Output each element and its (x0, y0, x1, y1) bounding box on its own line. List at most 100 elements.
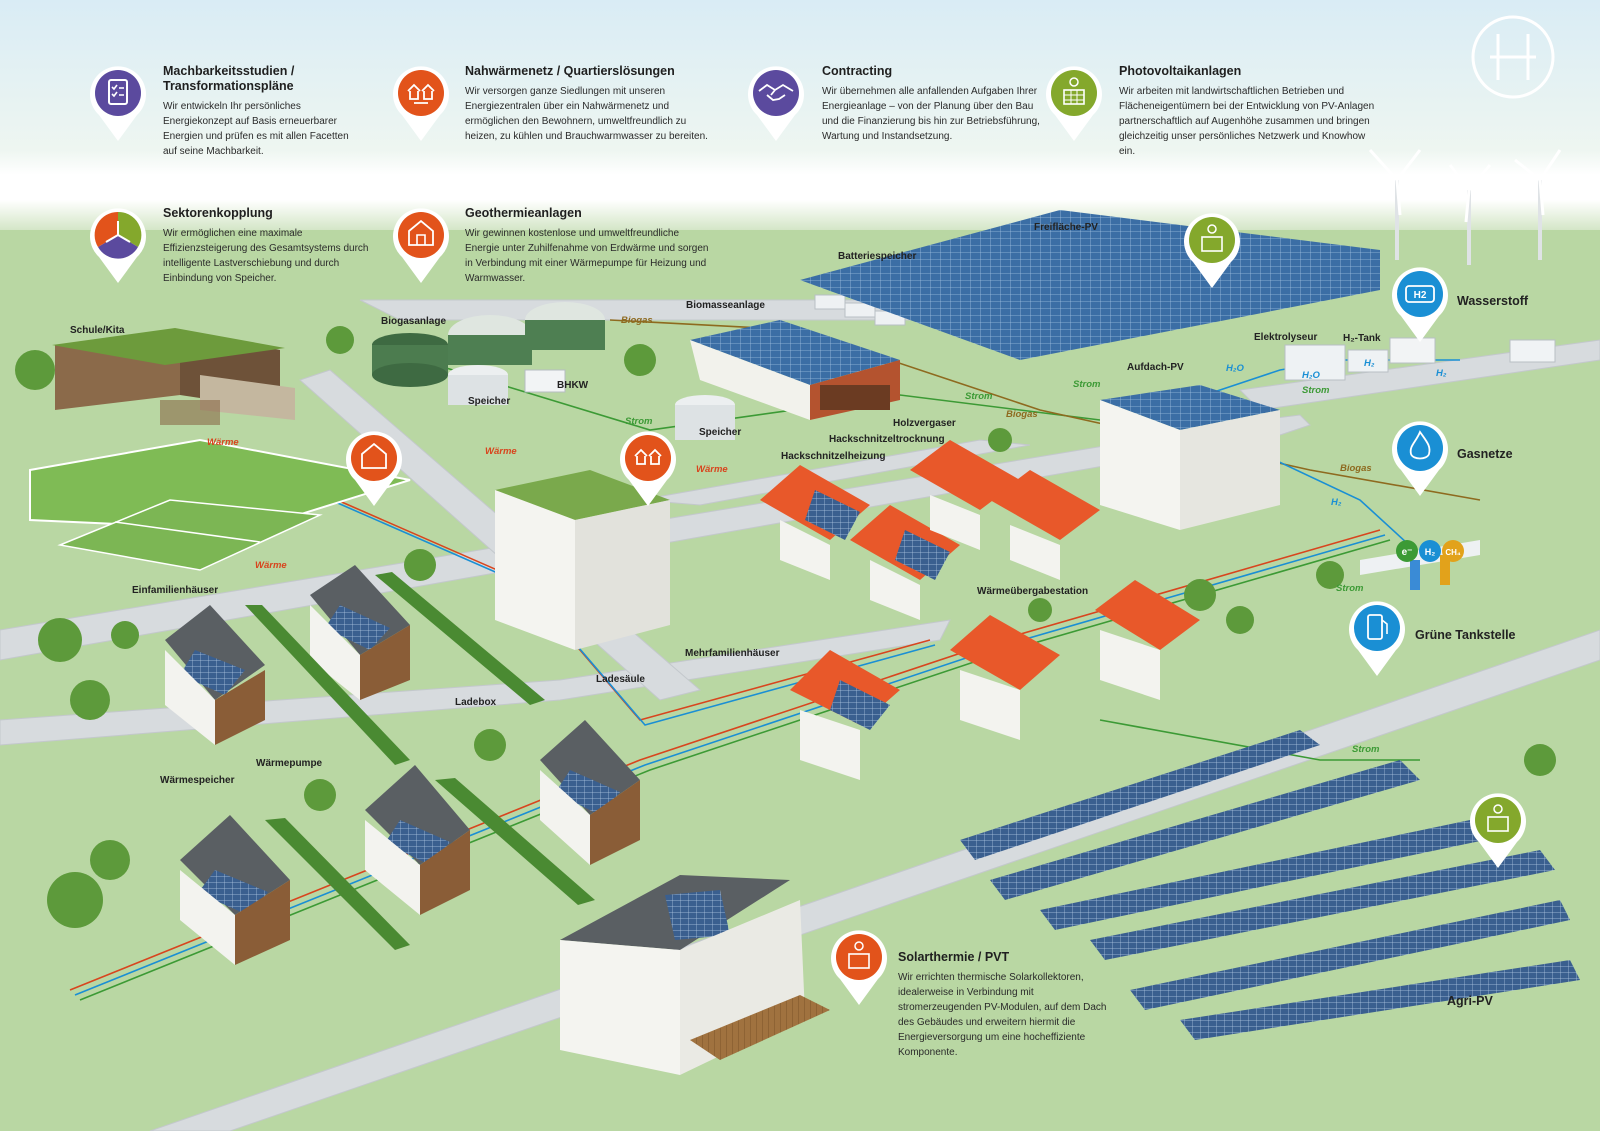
aufdach-label: Aufdach-PV (1127, 362, 1184, 373)
biomasseanlage-label: Biomasseanlage (686, 300, 765, 311)
bubble-methane: CH₄ (1445, 548, 1461, 557)
service-nahwaerme: Nahwärmenetz / Quartierslösungen Wir ver… (465, 64, 710, 144)
service-contracting: Contracting Wir übernehmen alle anfallen… (822, 64, 1052, 144)
geothermal-icon (393, 208, 449, 283)
apartment-aufdach (1100, 385, 1280, 530)
mehrfamilienhaeuser-label: Mehrfamilienhäuser (685, 648, 780, 659)
flow-h2-c: H₂ (1331, 497, 1342, 508)
service-sektorenkopplung: Sektorenkopplung Wir ermöglichen eine ma… (163, 206, 373, 286)
flow-strom-2: Strom (965, 391, 993, 402)
hackschnitzeltrocknung-label: Hackschnitzeltrocknung (829, 434, 945, 445)
biogasanlage-label: Biogasanlage (381, 316, 447, 327)
waermeuebergabe-label: Wärmeübergabestation (977, 586, 1089, 597)
flow-h2-b: H₂ (1436, 368, 1447, 379)
service-title: Photovoltaikanlagen (1119, 64, 1242, 78)
wind-turbines (1368, 148, 1562, 265)
service-title: Solarthermie / PVT (898, 950, 1010, 964)
hackschnitzelheizung-label: Hackschnitzelheizung (781, 451, 886, 462)
solar-panel-icon (1046, 66, 1102, 141)
waermespeicher-label: Wärmespeicher (160, 775, 235, 786)
service-solarthermie: Solarthermie / PVT Wir errichten thermis… (898, 950, 1108, 1060)
h2tank-label: H₂-Tank (1343, 333, 1381, 344)
fuel-pump-icon (1349, 601, 1405, 676)
gasnetze-label: Gasnetze (1457, 447, 1513, 461)
service-title: Nahwärmenetz / Quartierslösungen (465, 64, 675, 78)
service-text: Wir übernehmen alle anfallenden Aufgaben… (822, 86, 1040, 142)
service-text: Wir errichten thermische Solarkollektore… (898, 972, 1107, 1058)
handshake-icon (748, 66, 804, 141)
service-text: Wir ermöglichen eine maximale Effizienzs… (163, 228, 369, 284)
flow-waerme-4: Wärme (255, 560, 287, 571)
fuel-type-bubbles: e⁻ H₂ CH₄ (1396, 540, 1464, 562)
sector-coupling-icon (90, 208, 146, 283)
biomass-plant (675, 320, 900, 440)
flow-waerme-3: Wärme (696, 464, 728, 475)
elektrolyseur-label: Elektrolyseur (1254, 332, 1318, 343)
freiflaeche-pv-pin-icon (1184, 213, 1240, 288)
service-title: Contracting (822, 64, 893, 78)
company-logo-icon (1471, 15, 1555, 99)
service-photovoltaik: Photovoltaikanlagen Wir arbeiten mit lan… (1119, 64, 1377, 159)
flow-biogas-3: Biogas (1340, 463, 1372, 474)
flow-waerme-1: Wärme (207, 437, 239, 448)
freiflaeche-label: Freifläche-PV (1034, 222, 1098, 233)
ladebox-label: Ladebox (455, 697, 497, 708)
flow-strom-5: Strom (1336, 583, 1364, 594)
flow-strom-4: Strom (1302, 385, 1330, 396)
hydrogen-facility (1284, 337, 1556, 381)
bubble-electric: e⁻ (1402, 547, 1413, 558)
agri-pv-pin-icon (1470, 793, 1526, 868)
agri-pv-fields (960, 730, 1580, 1040)
apartment-central (495, 470, 670, 650)
service-title: Sektorenkopplung (163, 206, 273, 220)
service-text: Wir entwickeln Ihr persönliches Energiek… (163, 101, 349, 157)
service-geothermie: Geothermieanlagen Wir gewinnen kostenlos… (465, 206, 715, 286)
service-machbarkeit: Machbarkeitsstudien / Transformationsplä… (163, 64, 363, 159)
bhkw-label: BHKW (557, 380, 589, 391)
agripv-label: Agri-PV (1447, 994, 1493, 1008)
ladesaeule-label: Ladesäule (596, 674, 645, 685)
service-text: Wir arbeiten mit landwirtschaftlichen Be… (1119, 86, 1375, 157)
flow-biogas-1: Biogas (621, 315, 653, 326)
gas-flame-icon (1392, 421, 1448, 496)
service-title: Geothermieanlagen (465, 206, 582, 220)
hedges (245, 572, 595, 950)
wasserstoff-label: Wasserstoff (1457, 294, 1529, 308)
service-text: Wir versorgen ganze Siedlungen mit unser… (465, 86, 708, 142)
row-houses (760, 440, 1200, 780)
speicher-label-1: Speicher (468, 396, 511, 407)
hydrogen-icon: H2 (1392, 267, 1448, 342)
flow-strom-3: Strom (1073, 379, 1101, 390)
sports-field (29, 438, 411, 571)
schule-label: Schule/Kita (70, 325, 125, 336)
speicher-label-2: Speicher (699, 427, 742, 438)
flow-strom-6: Strom (1352, 744, 1380, 755)
biogas-plant (372, 302, 605, 405)
district-heating-map-pin-icon (620, 431, 676, 506)
flow-h2o-2: H₂O (1302, 370, 1320, 381)
tankstelle-label: Grüne Tankstelle (1415, 628, 1516, 642)
waermepumpe-label: Wärmepumpe (256, 758, 323, 769)
service-title: Machbarkeitsstudien / Transformationsplä… (163, 64, 295, 93)
trees (15, 326, 1556, 928)
house-solarthermie (560, 875, 830, 1075)
flow-h2o-1: H₂O (1226, 363, 1244, 374)
flow-waerme-2: Wärme (485, 446, 517, 457)
einfamilienhaeuser-label: Einfamilienhäuser (132, 585, 219, 596)
single-family-houses (165, 565, 640, 965)
geothermal-map-pin-icon (346, 431, 402, 506)
batteriespeicher-label: Batteriespeicher (838, 251, 917, 262)
h2-badge-text: H2 (1414, 290, 1427, 301)
flow-biogas-2: Biogas (1006, 409, 1038, 420)
solar-thermal-icon (831, 930, 887, 1005)
bubble-hydrogen: H₂ (1425, 547, 1436, 557)
holzvergaser-label: Holzvergaser (893, 418, 956, 429)
clipboard-checklist-icon (90, 66, 146, 141)
service-text: Wir gewinnen kostenlose und umweltfreund… (465, 228, 709, 284)
school-building (52, 328, 295, 425)
district-heating-icon (393, 66, 449, 141)
flow-h2-a: H₂ (1364, 358, 1375, 369)
flow-strom-1: Strom (625, 416, 653, 427)
